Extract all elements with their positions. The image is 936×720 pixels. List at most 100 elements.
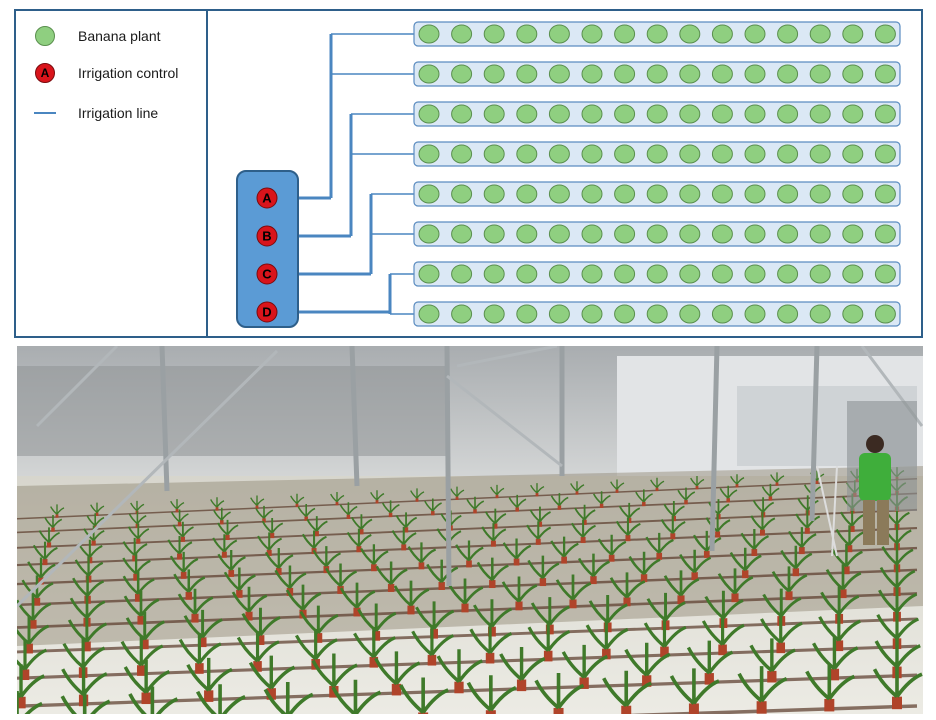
banana-plant-icon — [614, 184, 636, 204]
banana-plant-icon — [548, 304, 570, 324]
banana-plant-icon — [451, 24, 473, 44]
banana-plant-icon — [711, 144, 733, 164]
banana-plant-icon — [711, 304, 733, 324]
banana-plant-icon — [646, 104, 668, 124]
banana-plant-icon — [418, 104, 440, 124]
banana-plant-icon — [809, 144, 831, 164]
banana-plant-icon — [548, 144, 570, 164]
controller-label: B — [262, 229, 271, 244]
banana-plant-icon — [418, 224, 440, 244]
banana-plant-icon — [581, 104, 603, 124]
banana-plant-icon — [646, 304, 668, 324]
banana-plant-icon — [874, 104, 896, 124]
banana-plant-icon — [842, 264, 864, 284]
banana-plant-icon — [483, 104, 505, 124]
banana-plant-icon — [809, 304, 831, 324]
banana-plant-icon — [777, 104, 799, 124]
legend-item-banana-plant: Banana plant — [34, 25, 161, 47]
banana-plant-icon — [581, 64, 603, 84]
controller-label: A — [262, 191, 272, 206]
banana-plant-icon — [874, 224, 896, 244]
banana-plant-icon — [679, 264, 701, 284]
banana-plant-icon — [744, 264, 766, 284]
banana-plant-icon — [516, 24, 538, 44]
banana-plant-icon — [777, 144, 799, 164]
banana-plant-icon — [483, 184, 505, 204]
banana-plant-icon — [711, 264, 733, 284]
banana-plant-icon — [679, 144, 701, 164]
banana-plant-icon — [581, 24, 603, 44]
banana-plant-icon — [777, 264, 799, 284]
banana-plant-icon — [451, 224, 473, 244]
banana-plant-icon — [418, 64, 440, 84]
banana-plant-icon — [777, 184, 799, 204]
banana-plant-icon — [451, 104, 473, 124]
banana-plant-icon — [809, 224, 831, 244]
banana-plant-icon — [614, 24, 636, 44]
banana-plant-icon — [614, 264, 636, 284]
greenhouse-frame — [159, 346, 820, 587]
banana-plant-icon — [483, 224, 505, 244]
banana-plant-icon — [516, 104, 538, 124]
banana-plant-icon — [744, 184, 766, 204]
banana-plant-icon — [548, 264, 570, 284]
banana-plant-icon — [777, 24, 799, 44]
banana-plant-icon — [483, 24, 505, 44]
banana-plant-icon — [581, 264, 603, 284]
banana-plant-icon — [418, 304, 440, 324]
banana-plant-icon — [483, 64, 505, 84]
banana-plant-icon — [809, 64, 831, 84]
banana-plant-icon — [711, 24, 733, 44]
banana-plant-icon — [874, 184, 896, 204]
banana-plant-icon — [842, 224, 864, 244]
legend-label-irrigation-control: Irrigation control — [78, 65, 179, 81]
legend: Banana plant A Irrigation control Irriga… — [16, 11, 208, 336]
banana-plant-icon — [711, 64, 733, 84]
banana-plant-icon — [646, 224, 668, 244]
banana-plant-icon — [874, 144, 896, 164]
legend-label-irrigation-line: Irrigation line — [78, 105, 159, 121]
banana-plant-icon — [777, 64, 799, 84]
banana-plant-icon — [646, 264, 668, 284]
banana-plant-icon — [679, 224, 701, 244]
banana-plant-icon — [679, 64, 701, 84]
banana-plant-icon — [516, 64, 538, 84]
controller-label: C — [262, 267, 272, 282]
banana-plant-icon — [711, 104, 733, 124]
banana-plant-icon — [548, 104, 570, 124]
banana-plant-icon — [744, 144, 766, 164]
irrigation-control-icon — [256, 187, 278, 209]
banana-plant-icon — [516, 304, 538, 324]
banana-plant-icon — [548, 64, 570, 84]
banana-plant-icon — [874, 64, 896, 84]
banana-plant-icon — [842, 104, 864, 124]
operator-person — [816, 401, 917, 557]
irrigation-line-icon — [34, 102, 56, 124]
banana-plant-icon — [777, 224, 799, 244]
banana-plant-icon — [581, 144, 603, 164]
banana-plant-icon — [744, 304, 766, 324]
banana-plant-icon — [744, 224, 766, 244]
banana-plant-icon — [744, 24, 766, 44]
banana-plant-icon — [614, 304, 636, 324]
banana-plant-icon — [809, 24, 831, 44]
irrigation-control-icon — [256, 301, 278, 323]
banana-plant-icon — [483, 304, 505, 324]
banana-plant-icon — [777, 304, 799, 324]
banana-plant-icon — [34, 25, 56, 47]
banana-plant-icon — [451, 144, 473, 164]
banana-plant-icon — [646, 24, 668, 44]
banana-plant-icon — [679, 24, 701, 44]
irrigation-layout-diagram: Banana plant A Irrigation control Irriga… — [14, 9, 923, 338]
banana-plant-icon — [548, 24, 570, 44]
banana-plant-icon — [614, 224, 636, 244]
irrigation-controller-box — [236, 170, 299, 328]
banana-plant-icon — [548, 224, 570, 244]
banana-plant-icon — [842, 304, 864, 324]
banana-plant-icon — [809, 184, 831, 204]
banana-plant-icon — [874, 24, 896, 44]
banana-plant-icon — [451, 64, 473, 84]
banana-plant-icon — [646, 184, 668, 204]
banana-plant-icon — [418, 144, 440, 164]
